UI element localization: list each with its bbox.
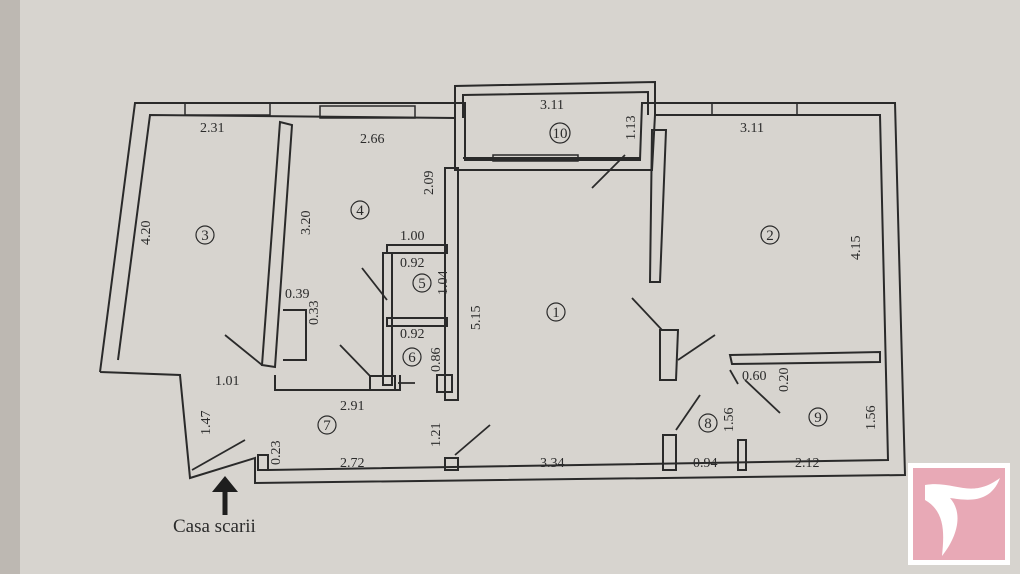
dim-0-86: 0.86: [429, 348, 444, 373]
dim-1-47: 1.47: [199, 411, 214, 436]
room-4-label: 4: [350, 200, 370, 220]
svg-text:10: 10: [553, 126, 568, 142]
room-5-label: 5: [412, 273, 432, 293]
dim-4-15: 4.15: [849, 236, 864, 261]
dim-0-92-a: 0.92: [400, 256, 425, 271]
dim-3-11-balcony: 3.11: [540, 98, 564, 113]
dim-2-91: 2.91: [340, 399, 365, 414]
entrance-arrow: [212, 476, 238, 515]
room-3-label: 3: [195, 225, 215, 245]
dim-3-11-room2: 3.11: [740, 121, 764, 136]
dim-2-09: 2.09: [422, 171, 437, 196]
dim-1-01: 1.01: [215, 374, 240, 389]
dimension-labels: 2.31 4.20 1.01 1.47 0.23 2.66 3.20 2.09 …: [139, 98, 879, 471]
dim-0-92-b: 0.92: [400, 327, 425, 342]
room-7-label: 7: [317, 415, 337, 435]
dim-1-00: 1.00: [400, 229, 425, 244]
svg-text:6: 6: [408, 350, 416, 366]
svg-text:2: 2: [766, 228, 774, 244]
dim-0-23: 0.23: [269, 441, 284, 466]
dim-1-56-a: 1.56: [722, 408, 737, 433]
svg-text:9: 9: [814, 410, 822, 426]
svg-text:8: 8: [704, 416, 712, 432]
dim-0-94: 0.94: [693, 456, 718, 471]
svg-text:7: 7: [323, 418, 331, 434]
svg-text:3: 3: [201, 228, 209, 244]
dim-0-39: 0.39: [285, 287, 310, 302]
room-10-label: 10: [549, 122, 571, 144]
dim-1-21: 1.21: [429, 423, 444, 448]
dim-0-20: 0.20: [777, 368, 792, 393]
dim-4-20: 4.20: [139, 221, 154, 246]
room-9-label: 9: [808, 407, 828, 427]
windows: [184, 102, 798, 119]
dim-2-72: 2.72: [340, 456, 365, 471]
book-spine-shadow: [0, 0, 20, 574]
dim-1-04: 1.04: [436, 271, 451, 296]
room-8-label: 8: [698, 413, 718, 433]
dim-0-60: 0.60: [742, 369, 767, 384]
stairwell-caption: Casa scarii: [173, 516, 256, 537]
dim-2-66: 2.66: [360, 132, 385, 147]
dim-0-33: 0.33: [307, 301, 322, 326]
bird-icon: [925, 478, 1000, 556]
dim-1-13: 1.13: [624, 116, 639, 141]
dim-2-31: 2.31: [200, 121, 225, 136]
dim-5-15: 5.15: [469, 306, 484, 331]
room-numbers: 1 2 3 4 5 6 7 8 9 10: [195, 122, 828, 435]
room-6-label: 6: [402, 347, 422, 367]
watermark-logo: [908, 463, 1010, 565]
svg-text:1: 1: [552, 305, 560, 321]
outer-walls: [99, 80, 907, 485]
room-2-label: 2: [760, 225, 780, 245]
dim-3-20: 3.20: [299, 211, 314, 236]
door-swings: [191, 154, 781, 471]
svg-text:4: 4: [356, 203, 364, 219]
dim-1-56-b: 1.56: [864, 406, 879, 431]
dim-3-34: 3.34: [540, 456, 565, 471]
dim-2-12: 2.12: [795, 456, 820, 471]
interior-walls: [257, 120, 881, 471]
room-1-label: 1: [546, 302, 566, 322]
svg-text:5: 5: [418, 276, 426, 292]
